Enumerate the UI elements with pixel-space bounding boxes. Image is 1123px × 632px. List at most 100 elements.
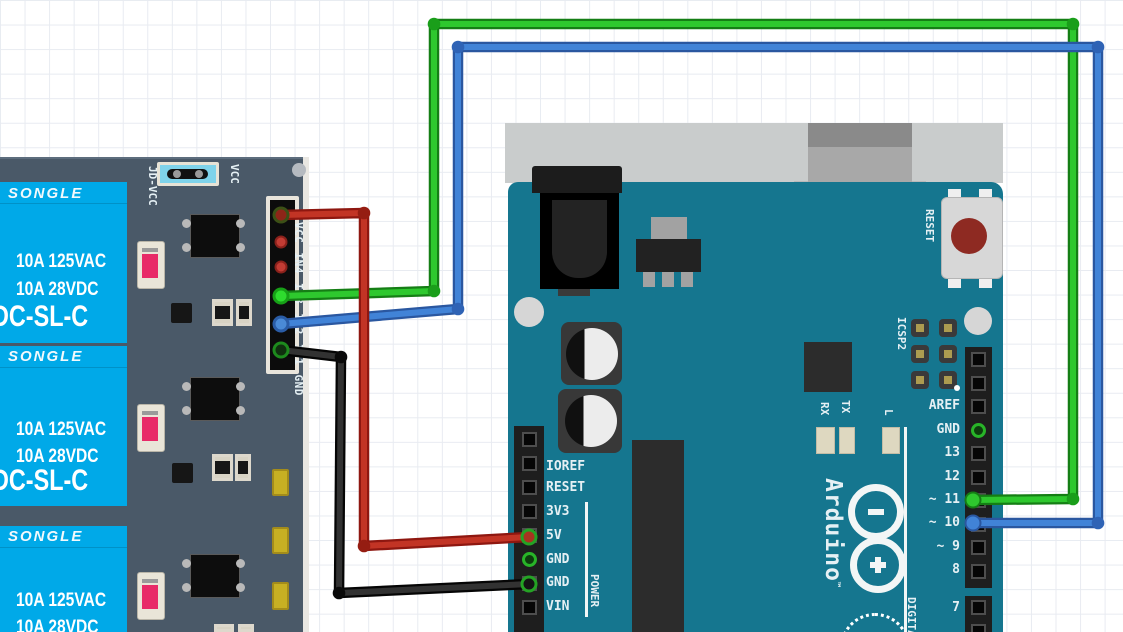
relay-1[interactable] <box>0 182 127 343</box>
pin1-marker-dot <box>954 385 960 391</box>
digital-header-upper[interactable] <box>965 347 992 588</box>
pin-10[interactable] <box>971 516 986 532</box>
trademark-symbol: ™ <box>831 581 841 589</box>
icsp-pin[interactable] <box>911 345 929 363</box>
relay-mounting-hole <box>292 163 306 177</box>
relay-led-1[interactable] <box>137 241 165 289</box>
relay-2-rating-1: 10A 125VAC <box>16 419 107 440</box>
atmega-chip[interactable] <box>632 440 684 632</box>
pin-vin[interactable] <box>521 600 537 615</box>
resistor[interactable] <box>238 624 254 632</box>
digital-header-lower[interactable] <box>965 596 992 632</box>
wire-bendpoint[interactable] <box>334 350 348 364</box>
optocoupler-1[interactable] <box>190 214 240 258</box>
resistor[interactable] <box>235 454 251 481</box>
pin-11[interactable] <box>971 493 986 508</box>
icsp-pin[interactable] <box>911 319 929 337</box>
wire-bendpoint[interactable] <box>357 539 371 553</box>
jumper-pin-left[interactable] <box>173 170 181 178</box>
label-7: 7 <box>952 600 960 615</box>
wire-bendpoint[interactable] <box>427 284 441 298</box>
wire-bendpoint[interactable] <box>332 586 346 600</box>
label-10: ~ 10 <box>928 515 960 530</box>
optocoupler-2[interactable] <box>190 377 240 421</box>
opto-pin <box>236 219 245 228</box>
optocoupler-3[interactable] <box>190 554 240 598</box>
pin-aref[interactable] <box>971 399 986 414</box>
pin-12[interactable] <box>971 469 986 485</box>
pin-gnd-2[interactable] <box>521 576 537 591</box>
capacitor-yellow[interactable] <box>272 527 289 554</box>
wire-bendpoint[interactable] <box>357 206 371 220</box>
pin-unused[interactable] <box>521 432 537 447</box>
regulator-leg <box>662 272 674 287</box>
power-jack-flange[interactable] <box>532 166 622 193</box>
wire-bendpoint[interactable] <box>427 17 441 31</box>
pin-5v[interactable] <box>521 528 537 543</box>
relay-2-brand: SONGLE <box>8 348 84 365</box>
regulator-leg <box>643 272 655 287</box>
resistor[interactable] <box>214 624 234 632</box>
icsp2-header[interactable] <box>911 319 957 389</box>
relay-1-model: DC-SL-C <box>0 300 89 333</box>
pin-6[interactable] <box>971 623 986 632</box>
wire-bendpoint[interactable] <box>1091 516 1105 530</box>
label-ioref: IOREF <box>546 459 586 474</box>
opto-pin <box>236 583 245 592</box>
wire-bendpoint[interactable] <box>1066 17 1080 31</box>
transistor-1[interactable] <box>171 303 192 323</box>
opto-pin <box>236 559 245 568</box>
label-aref: AREF <box>928 398 960 413</box>
transistor-2[interactable] <box>172 463 193 483</box>
label-5v: 5V <box>546 528 562 543</box>
label-vin: VIN <box>546 599 570 614</box>
pin-ioref[interactable] <box>521 456 537 471</box>
icsp-pin[interactable] <box>939 319 957 337</box>
pin-gnd-digital[interactable] <box>971 422 986 438</box>
opto-pin <box>182 583 191 592</box>
pin-3v3[interactable] <box>521 504 537 519</box>
label-11: ~ 11 <box>928 492 960 507</box>
capacitor-yellow[interactable] <box>272 469 289 496</box>
power-header[interactable] <box>514 426 544 632</box>
capacitor-yellow[interactable] <box>272 582 289 610</box>
power-jack-barrel <box>552 200 607 278</box>
icsp-pin[interactable] <box>939 345 957 363</box>
pin-9[interactable] <box>971 540 986 555</box>
pin-13[interactable] <box>971 446 986 461</box>
wire-bendpoint[interactable] <box>1066 492 1080 506</box>
arduino-logo-text: Arduino™ <box>820 478 846 588</box>
relay-2-model: DC-SL-C <box>0 464 89 497</box>
relay-2[interactable] <box>0 346 127 506</box>
pin-scl[interactable] <box>971 352 986 367</box>
led-l-label: L <box>882 409 895 416</box>
wire-red[interactable] <box>278 210 532 549</box>
relay-2-rating-2: 10A 28VDC <box>16 446 99 467</box>
pin-reset[interactable] <box>521 480 537 495</box>
jumper-pin-right[interactable] <box>195 170 203 178</box>
pin-8[interactable] <box>971 563 986 579</box>
icsp-pin[interactable] <box>911 371 929 389</box>
resistor[interactable] <box>236 299 252 326</box>
voltage-regulator[interactable] <box>636 239 701 272</box>
resistor[interactable] <box>212 454 233 481</box>
jumper-cap[interactable] <box>167 169 208 179</box>
relay-led-3[interactable] <box>137 572 165 620</box>
opto-pin <box>182 406 191 415</box>
pin-7[interactable] <box>971 600 986 615</box>
relay-3[interactable] <box>0 526 127 632</box>
pin-gnd-1[interactable] <box>521 552 537 567</box>
tx-label: TX <box>839 400 852 414</box>
wire-bendpoint[interactable] <box>1091 40 1105 54</box>
relay-led-2[interactable] <box>137 404 165 452</box>
usb-interface-chip[interactable] <box>804 342 852 392</box>
wire-bendpoint[interactable] <box>451 40 465 54</box>
arduino-logo-plus-circle <box>850 537 906 593</box>
wire-black[interactable] <box>278 347 532 596</box>
resistor[interactable] <box>212 299 233 326</box>
digital-section-line <box>904 427 907 632</box>
power-section-line <box>585 502 588 617</box>
wire-bendpoint[interactable] <box>451 302 465 316</box>
pin-sda[interactable] <box>971 375 986 391</box>
label-9: ~ 9 <box>936 539 960 554</box>
